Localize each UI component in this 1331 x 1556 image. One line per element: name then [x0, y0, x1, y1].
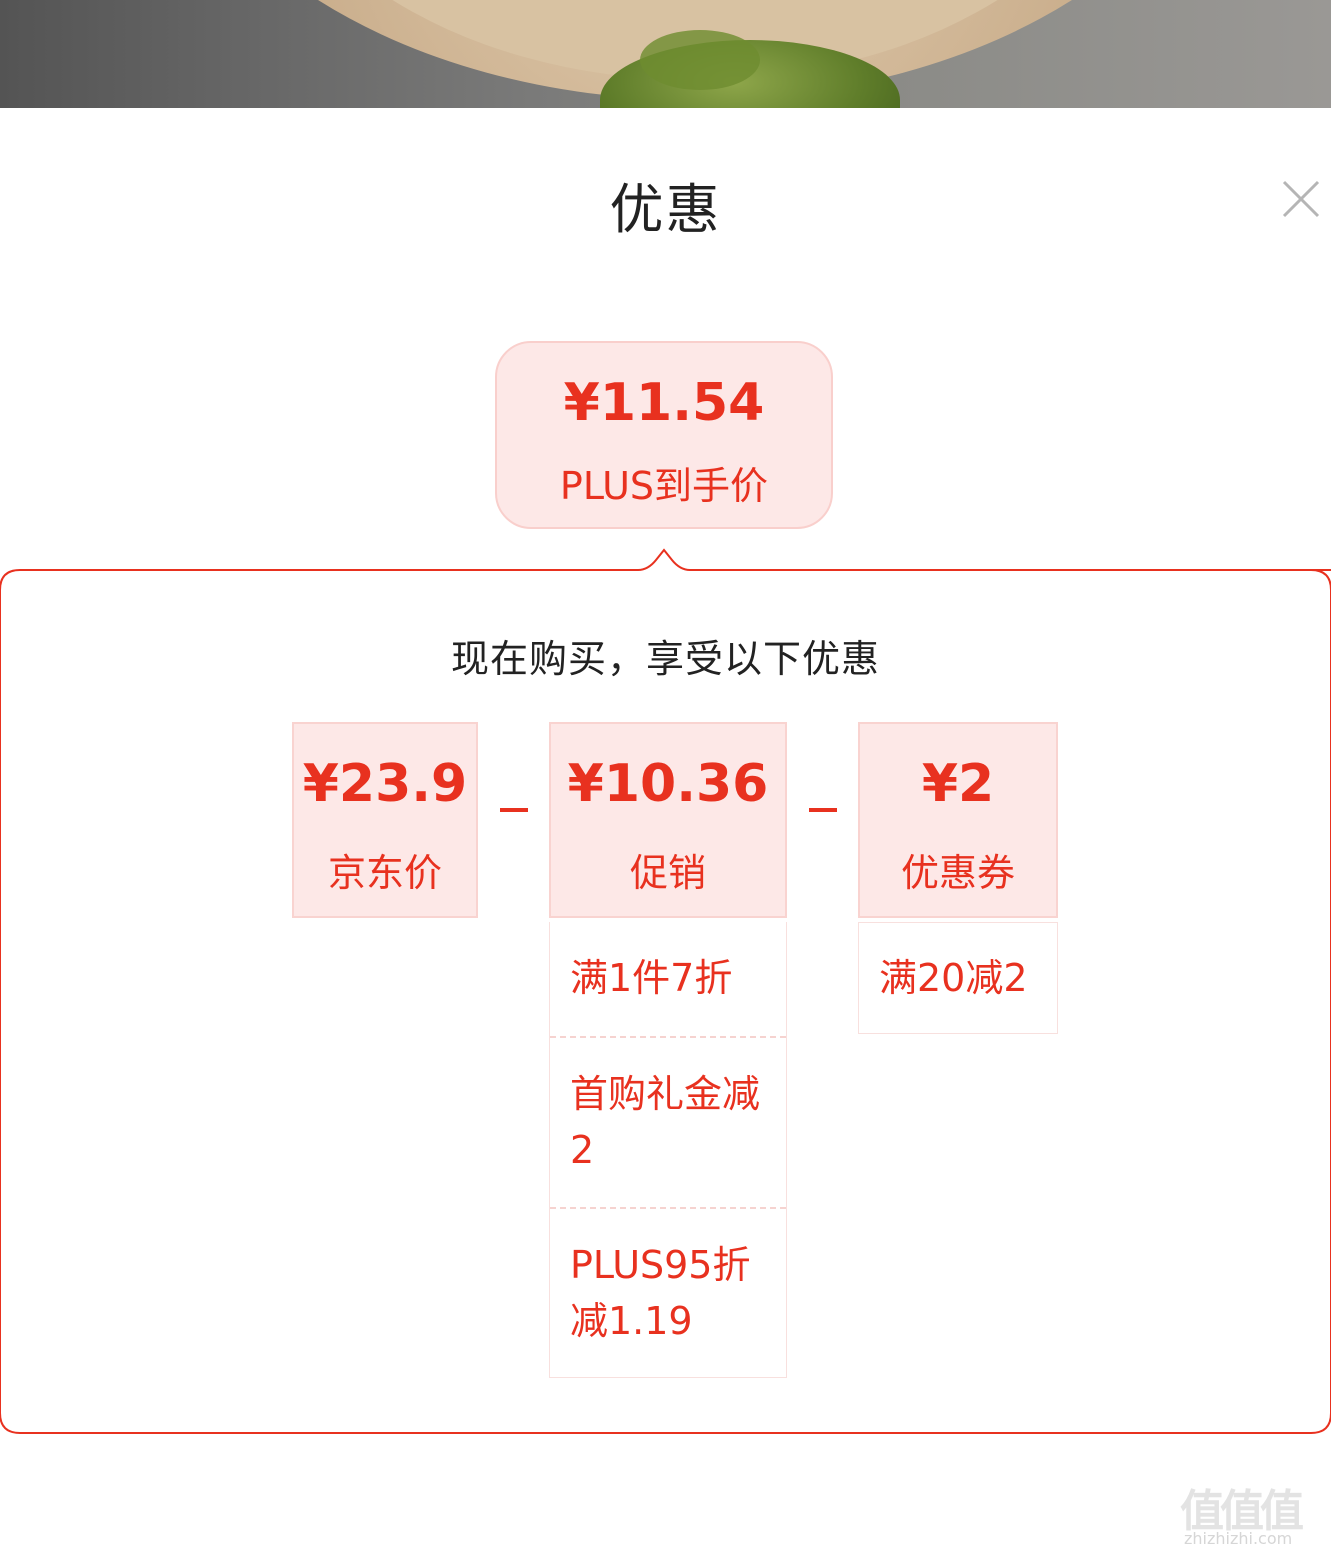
final-price-box: ¥11.54 PLUS到手价: [495, 341, 833, 529]
promotion-label: 促销: [629, 851, 706, 895]
jd-price-card: ¥23.9 京东价: [292, 722, 478, 918]
promotion-item: 首购礼金减2: [550, 1036, 786, 1207]
jd-price-value: ¥23.9: [302, 754, 468, 814]
sheet-title: 优惠: [609, 178, 722, 241]
minus-sign: [500, 808, 528, 812]
watermark-url: zhizhizhi.com: [1184, 1529, 1293, 1548]
dumpling-highlight: [640, 30, 760, 90]
breakdown-heading: 现在购买，享受以下优惠: [450, 637, 880, 681]
final-price-value: ¥11.54: [563, 373, 765, 433]
coupon-item: 满20减2: [879, 956, 1028, 1000]
watermark: 值值值 zhizhizhi.com: [1180, 1475, 1325, 1550]
coupon-card: ¥2 优惠券: [858, 722, 1058, 918]
promotion-card: ¥10.36 促销: [549, 722, 787, 918]
discount-sheet: 优惠 ¥11.54 PLUS到手价 现在购买，享受以下优惠 ¥23.9 京东价 …: [0, 108, 1331, 1556]
promotion-value: ¥10.36: [567, 754, 769, 814]
coupon-detail-list: 满20减2: [858, 922, 1058, 1034]
coupon-label: 优惠券: [900, 851, 1015, 895]
close-icon: [1282, 180, 1320, 218]
minus-sign: [809, 808, 837, 812]
product-photo: [0, 0, 1331, 108]
promotion-detail-list: 满1件7折 首购礼金减2 PLUS95折减1.19: [549, 922, 787, 1378]
promotion-item: PLUS95折减1.19: [550, 1207, 786, 1378]
jd-price-label: 京东价: [327, 851, 442, 895]
promotion-item: 满1件7折: [570, 956, 733, 1000]
close-button[interactable]: [1280, 178, 1322, 220]
final-price-label: PLUS到手价: [559, 464, 769, 508]
coupon-value: ¥2: [921, 754, 995, 814]
watermark-glyphs: 值值值: [1180, 1486, 1304, 1537]
